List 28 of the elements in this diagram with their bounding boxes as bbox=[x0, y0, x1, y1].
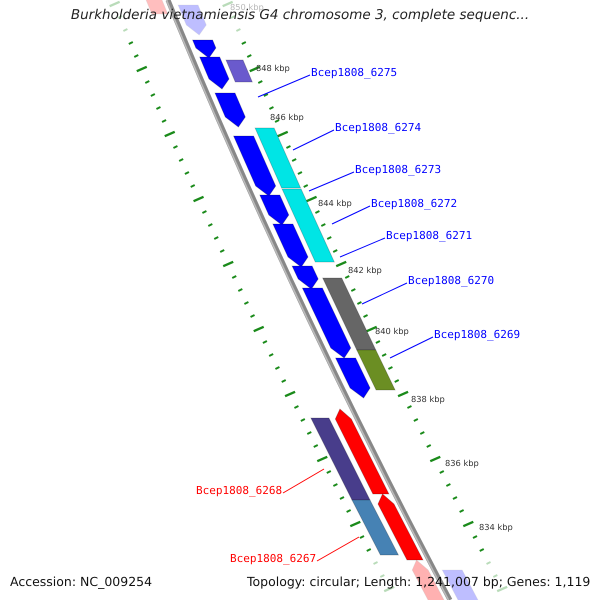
scale-label: 836 kbp bbox=[445, 459, 479, 469]
scale-label: 840 kbp bbox=[375, 327, 409, 337]
scale-label: 848 kbp bbox=[256, 64, 290, 74]
gene-label: Bcep1808_6275 bbox=[311, 66, 398, 80]
leader-line bbox=[258, 74, 310, 98]
scale-label: 844 kbp bbox=[318, 199, 352, 209]
scale-label: 846 kbp bbox=[270, 113, 304, 123]
leader-line bbox=[340, 238, 386, 258]
accession-text: Accession: NC_009254 bbox=[10, 575, 152, 590]
leader-line bbox=[292, 130, 334, 150]
leader-line bbox=[332, 206, 370, 224]
gene-label: Bcep1808_6269 bbox=[434, 328, 520, 342]
gene-label: Bcep1808_6267 bbox=[230, 552, 316, 566]
gene-label: Bcep1808_6271 bbox=[386, 230, 472, 242]
gene-label: Bcep1808_6274 bbox=[335, 122, 422, 134]
leader-line bbox=[390, 336, 434, 358]
scale-label: 834 kbp bbox=[479, 523, 513, 533]
scale-label: 842 kbp bbox=[348, 266, 382, 276]
gene-label: Bcep1808_6272 bbox=[371, 198, 458, 210]
leader-line bbox=[282, 468, 324, 494]
gene-label: Bcep1808_6268 bbox=[196, 484, 282, 498]
genome-info-text: Topology: circular; Length: 1,241,007 bp; Genes: 1,119 bbox=[247, 575, 590, 590]
scale-label: 838 kbp bbox=[411, 395, 445, 405]
gene-label: Bcep1808_6270 bbox=[408, 274, 494, 288]
gene-label: Bcep1808_6273 bbox=[355, 164, 442, 176]
leader-line bbox=[316, 536, 360, 562]
leader-line bbox=[362, 282, 408, 304]
leader-line bbox=[308, 172, 354, 192]
